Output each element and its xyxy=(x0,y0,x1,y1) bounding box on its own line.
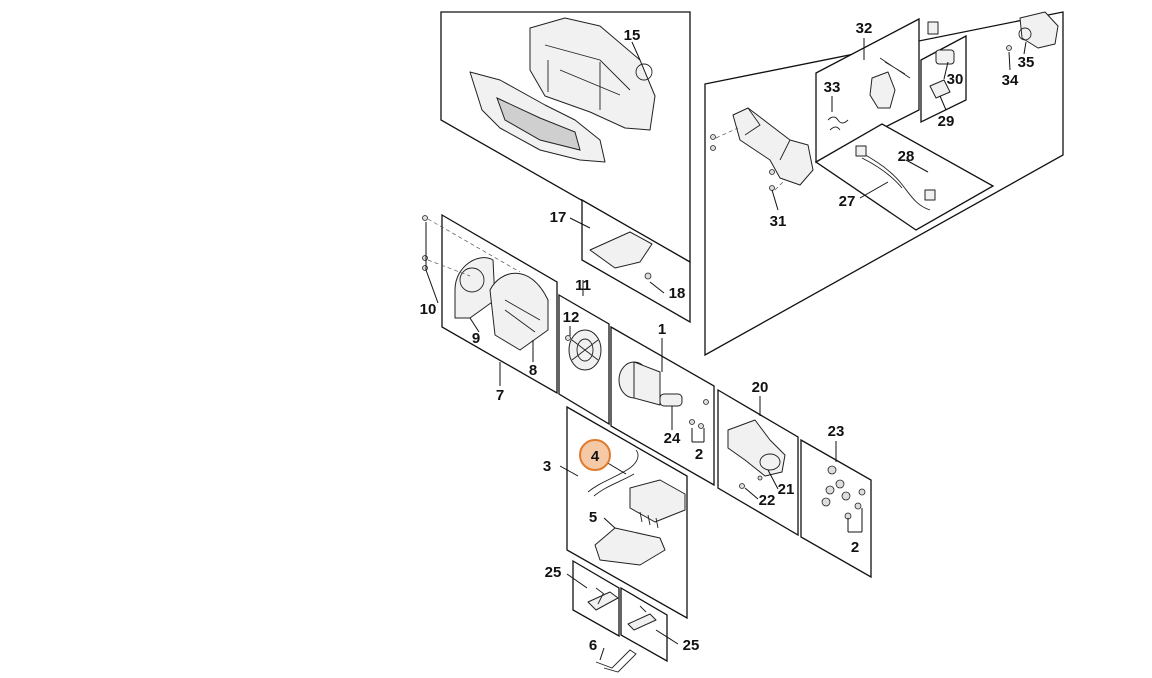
label-23[interactable]: 23 xyxy=(828,423,845,440)
label-32[interactable]: 32 xyxy=(856,20,873,37)
fastener-set-part xyxy=(821,465,866,520)
frame-32 xyxy=(815,17,920,164)
label-7[interactable]: 7 xyxy=(496,387,504,404)
label-18[interactable]: 18 xyxy=(669,285,686,302)
bracket-left-part xyxy=(587,587,619,611)
screw-18 xyxy=(644,272,652,280)
switch-parts xyxy=(927,21,955,99)
label-4[interactable]: 4 xyxy=(591,448,600,465)
label-35[interactable]: 35 xyxy=(1018,54,1035,71)
label-8[interactable]: 8 xyxy=(529,362,537,379)
bracket-right-part xyxy=(627,605,657,631)
label-10[interactable]: 10 xyxy=(420,301,437,318)
highlight-circle xyxy=(579,439,611,471)
label-20[interactable]: 20 xyxy=(752,379,769,396)
wiring-harness-part xyxy=(855,145,936,211)
fan-housing-part xyxy=(422,215,549,351)
label-24[interactable]: 24 xyxy=(664,430,681,447)
handle-tube-part xyxy=(710,107,814,191)
frame-23 xyxy=(800,438,872,579)
housing-part xyxy=(469,17,656,163)
label-6[interactable]: 6 xyxy=(589,637,597,654)
leader-lines xyxy=(425,38,1027,661)
label-2-fasteners[interactable]: 2 xyxy=(851,539,859,556)
label-1[interactable]: 1 xyxy=(658,321,666,338)
label-22[interactable]: 22 xyxy=(759,492,776,509)
label-17[interactable]: 17 xyxy=(550,209,567,226)
label-25-left[interactable]: 25 xyxy=(545,564,562,581)
label-31[interactable]: 31 xyxy=(770,213,787,230)
clip-part xyxy=(595,649,637,673)
spring-part xyxy=(827,116,849,131)
label-28[interactable]: 28 xyxy=(898,148,915,165)
part-35-shape xyxy=(1006,11,1059,51)
label-9[interactable]: 9 xyxy=(472,330,480,347)
motor-part xyxy=(618,361,709,429)
label-2-motor[interactable]: 2 xyxy=(695,446,703,463)
label-5[interactable]: 5 xyxy=(589,509,597,526)
frame-29-30 xyxy=(920,34,967,124)
label-34[interactable]: 34 xyxy=(1002,72,1019,89)
gear-housing-part xyxy=(727,419,786,489)
label-29[interactable]: 29 xyxy=(938,113,955,130)
label-21[interactable]: 21 xyxy=(778,481,795,498)
label-27[interactable]: 27 xyxy=(839,193,856,210)
trigger-part xyxy=(869,57,911,109)
electronics-part xyxy=(587,449,686,566)
label-15[interactable]: 15 xyxy=(624,27,641,44)
label-11[interactable]: 11 xyxy=(575,277,591,294)
label-12[interactable]: 12 xyxy=(563,309,580,326)
fan-wheel-part xyxy=(565,329,602,371)
label-30[interactable]: 30 xyxy=(947,71,964,88)
label-33[interactable]: 33 xyxy=(824,79,841,96)
label-25-right[interactable]: 25 xyxy=(683,637,700,654)
cover-part xyxy=(589,231,653,269)
label-3[interactable]: 3 xyxy=(543,458,551,475)
